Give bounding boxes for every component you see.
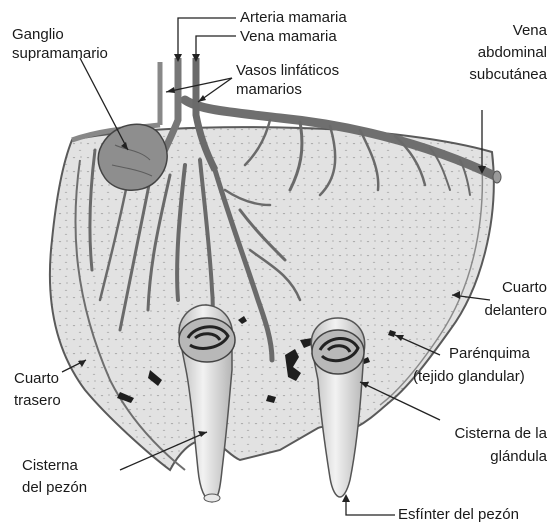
label-cisterna-glandula-1: Cisterna de la [454, 425, 547, 443]
label-esfinter-pezon: Esfínter del pezón [398, 506, 519, 524]
label-vena-mamaria: Vena mamaria [240, 28, 337, 46]
label-parenquima-1: Parénquima [449, 345, 530, 363]
label-vena-abd-3: subcutánea [469, 66, 547, 84]
label-ganglio-2: supramamario [12, 45, 108, 63]
label-vasos-1: Vasos linfáticos [236, 62, 339, 80]
label-cisterna-pezon-2: del pezón [22, 479, 87, 497]
label-vasos-2: mamarios [236, 81, 302, 99]
label-cuarto-delantero-1: Cuarto [502, 279, 547, 297]
label-ganglio-1: Ganglio [12, 26, 64, 44]
label-cisterna-glandula-2: glándula [490, 448, 547, 466]
label-cuarto-trasero-2: trasero [14, 392, 61, 410]
label-cisterna-pezon-1: Cisterna [22, 457, 78, 475]
label-arteria-mamaria: Arteria mamaria [240, 9, 347, 27]
label-vena-abd-2: abdominal [478, 44, 547, 62]
label-cuarto-trasero-1: Cuarto [14, 370, 59, 388]
label-parenquima-2: (tejido glandular) [413, 368, 525, 386]
label-cuarto-delantero-2: delantero [484, 302, 547, 320]
label-vena-abd-1: Vena [513, 22, 547, 40]
